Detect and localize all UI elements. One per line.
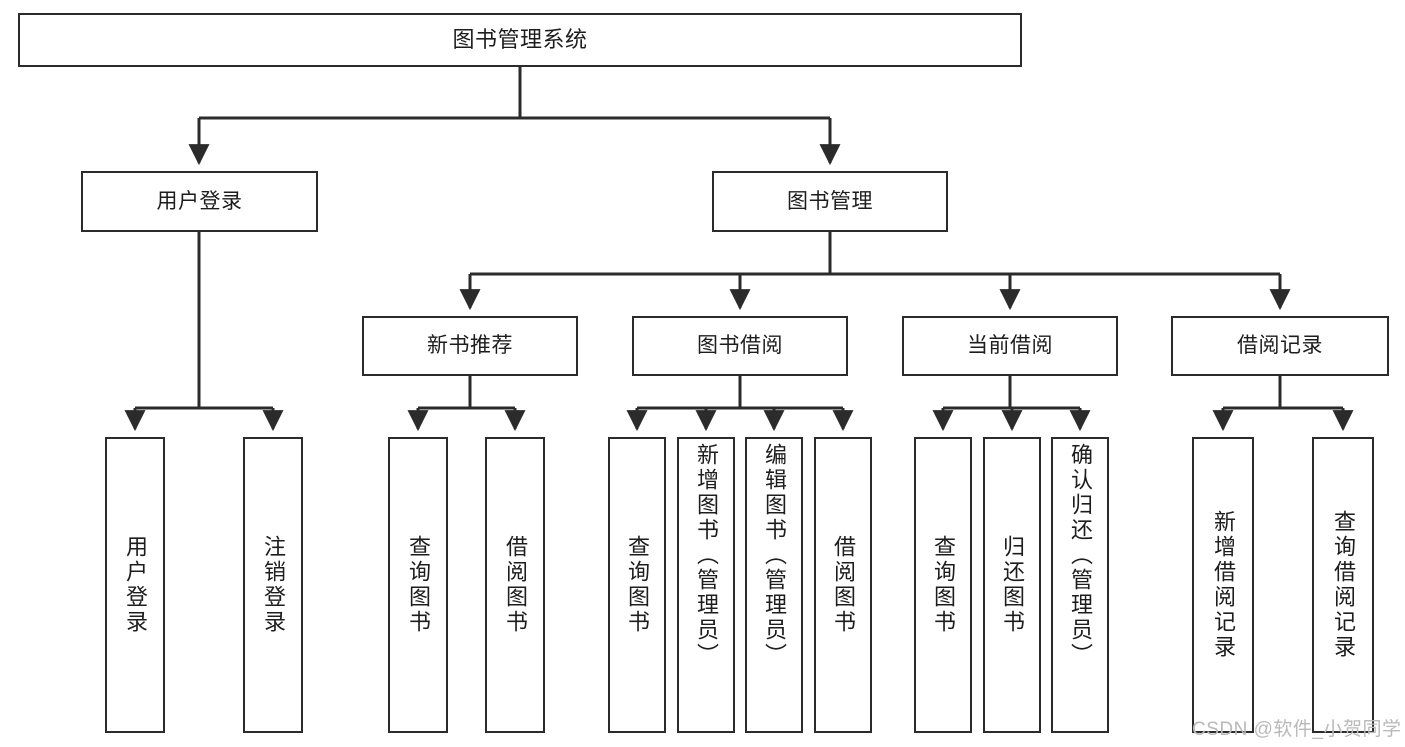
node-new-book-recommend[interactable]: 新书推荐 xyxy=(362,316,578,376)
node-borrow-record-label: 借阅记录 xyxy=(1237,334,1323,358)
node-leaf-confirm-return-admin-label: 确认归还（管理员） xyxy=(1068,443,1093,668)
node-leaf-query-book-2-label: 查询图书 xyxy=(625,535,650,635)
node-new-book-recommend-label: 新书推荐 xyxy=(427,334,513,358)
node-book-manage-label: 图书管理 xyxy=(787,189,873,213)
node-leaf-user-logout-label: 注销登录 xyxy=(261,535,286,635)
node-leaf-borrow-book-1-label: 借阅图书 xyxy=(503,535,528,635)
node-leaf-add-borrow-record[interactable]: 新增借阅记录 xyxy=(1192,437,1254,733)
node-current-borrow-label: 当前借阅 xyxy=(967,334,1053,358)
node-root-label: 图书管理系统 xyxy=(452,26,588,52)
node-leaf-add-book-admin-label: 新增图书（管理员） xyxy=(694,443,719,668)
node-leaf-edit-book-admin-label: 编辑图书（管理员） xyxy=(762,443,787,668)
node-leaf-query-borrow-record[interactable]: 查询借阅记录 xyxy=(1312,437,1374,733)
node-book-borrow[interactable]: 图书借阅 xyxy=(632,316,848,376)
node-user-login-label: 用户登录 xyxy=(156,189,243,213)
node-leaf-user-login[interactable]: 用户登录 xyxy=(105,437,165,733)
node-leaf-borrow-book-1[interactable]: 借阅图书 xyxy=(485,437,545,733)
node-leaf-query-book-1-label: 查询图书 xyxy=(406,535,431,635)
node-user-login[interactable]: 用户登录 xyxy=(81,171,318,232)
node-leaf-borrow-book-2[interactable]: 借阅图书 xyxy=(814,437,872,733)
node-leaf-add-borrow-record-label: 新增借阅记录 xyxy=(1211,510,1236,660)
node-leaf-user-login-label: 用户登录 xyxy=(123,535,148,635)
node-leaf-add-book-admin[interactable]: 新增图书（管理员） xyxy=(677,437,735,733)
node-leaf-query-book-3[interactable]: 查询图书 xyxy=(914,437,972,733)
node-book-borrow-label: 图书借阅 xyxy=(697,334,783,358)
node-current-borrow[interactable]: 当前借阅 xyxy=(902,316,1118,376)
node-leaf-return-book-label: 归还图书 xyxy=(1000,535,1025,635)
node-root[interactable]: 图书管理系统 xyxy=(18,13,1022,67)
node-leaf-query-borrow-record-label: 查询借阅记录 xyxy=(1331,510,1356,660)
node-borrow-record[interactable]: 借阅记录 xyxy=(1171,316,1389,376)
node-leaf-return-book[interactable]: 归还图书 xyxy=(983,437,1041,733)
node-leaf-query-book-1[interactable]: 查询图书 xyxy=(388,437,448,733)
node-book-manage[interactable]: 图书管理 xyxy=(712,171,948,232)
node-leaf-confirm-return-admin[interactable]: 确认归还（管理员） xyxy=(1051,437,1109,733)
node-leaf-edit-book-admin[interactable]: 编辑图书（管理员） xyxy=(745,437,803,733)
node-leaf-user-logout[interactable]: 注销登录 xyxy=(243,437,303,733)
node-leaf-query-book-2[interactable]: 查询图书 xyxy=(608,437,666,733)
csdn-watermark: CSDN @软件_小贺同学 xyxy=(1192,719,1402,740)
node-leaf-borrow-book-2-label: 借阅图书 xyxy=(831,535,856,635)
node-leaf-query-book-3-label: 查询图书 xyxy=(931,535,956,635)
